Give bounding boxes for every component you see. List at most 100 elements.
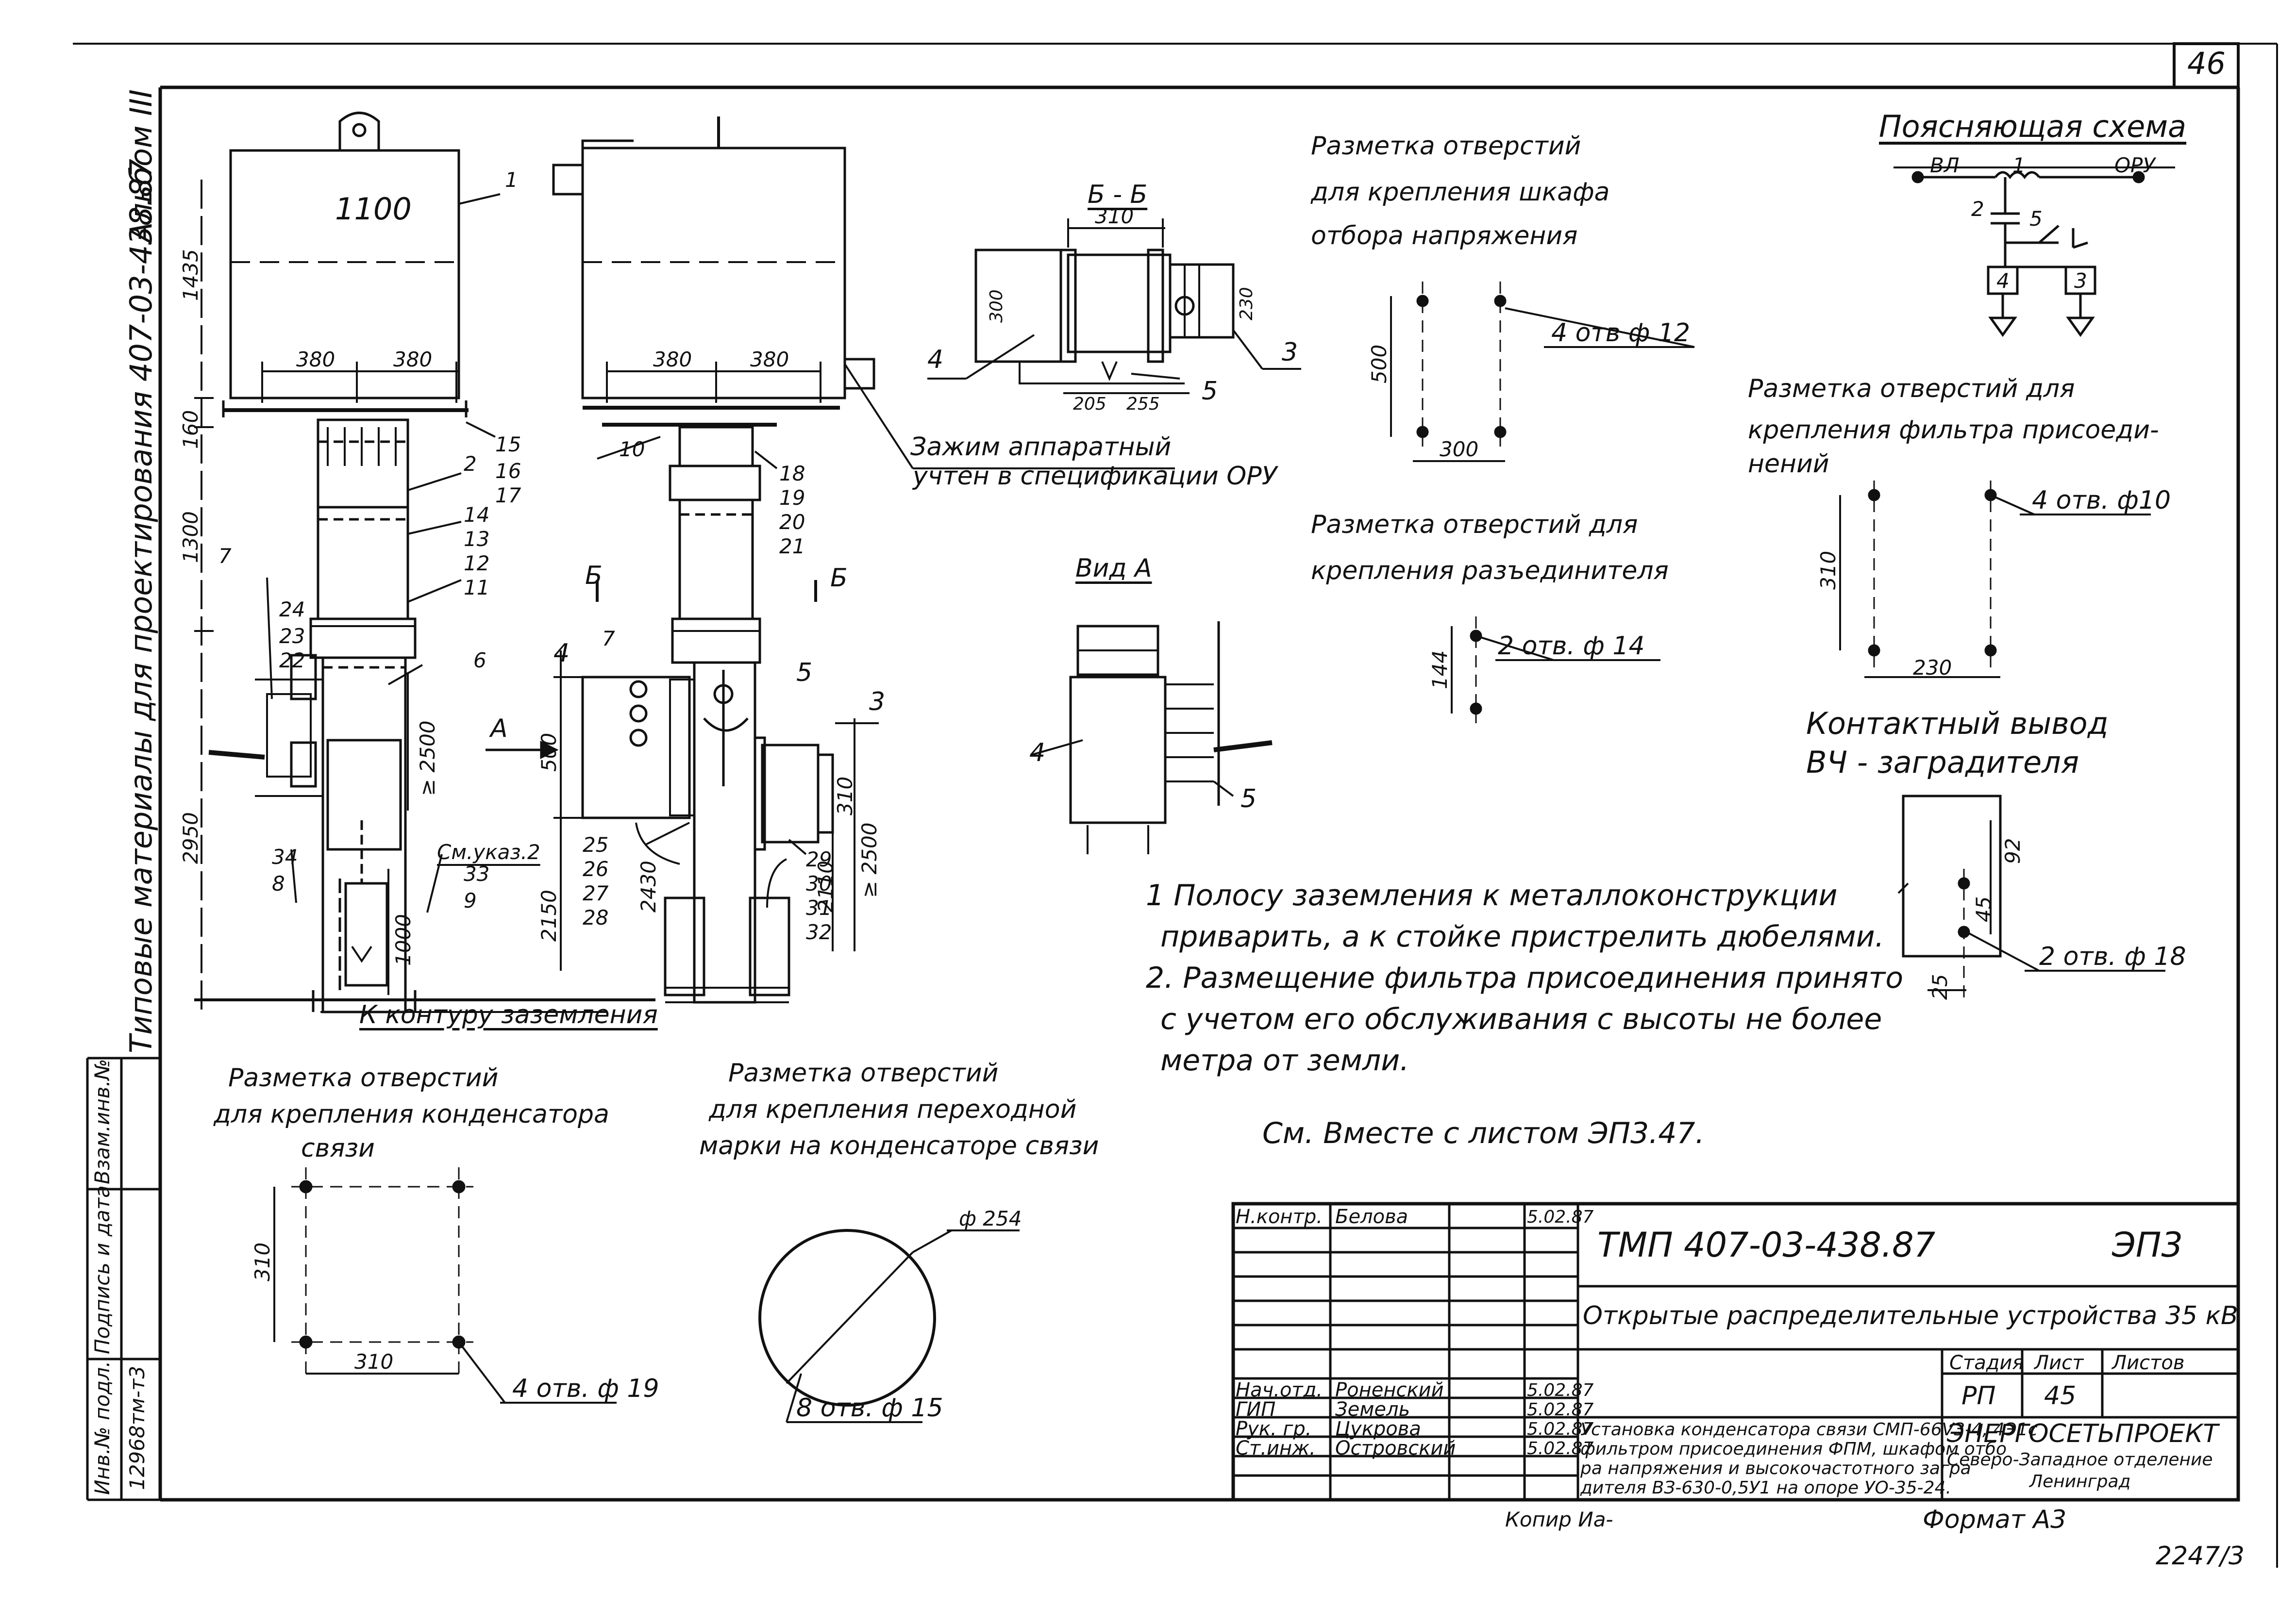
stamp-inv-label: Инв.№ подл. (90, 1360, 114, 1495)
note-2-line-3: метра от земли. (1160, 1044, 1409, 1078)
vdim-310-mid: 310 (833, 776, 857, 815)
scheme-label-3: 3 (2074, 269, 2087, 293)
tb-date-4: 5.02.87 (1527, 1439, 1594, 1459)
callout-8: 8 (272, 872, 285, 896)
vdim-500: 500 (537, 732, 561, 772)
scheme-label-vl: ВЛ (1930, 153, 1960, 177)
tb-desc-l2: фильтром присоединения ФПМ, шкафом отбо (1580, 1439, 2007, 1459)
tb-org-l2: Северо-Западное отделение (1947, 1450, 2213, 1470)
holes-cap-spec: 4 отв. ф 19 (512, 1374, 659, 1403)
callout-19: 19 (779, 486, 805, 510)
holes-cabinet-spec: 4 отв ф 12 (1551, 318, 1691, 348)
scheme-label-oru: ОРУ (2114, 153, 2155, 177)
tb-role-1: Нач.отд. (1236, 1379, 1323, 1401)
tb-sheets-hdr: Листов (2112, 1352, 2185, 1374)
holes-adapter-title-l3: марки на конденсаторе связи (699, 1131, 1099, 1161)
vdim-2150: 2150 (537, 890, 561, 942)
section-bb-callout-3: 3 (1282, 338, 1298, 367)
contact-dim-45: 45 (1972, 896, 1995, 922)
tb-role-3: Рук. гр. (1236, 1418, 1312, 1440)
holes-filter-title-l2: крепления фильтра присоеди- (1748, 415, 2159, 445)
vdim-2430: 2430 (637, 861, 660, 912)
note-ref: См.указ.2 (437, 840, 540, 864)
holes-disc-spec: 2 отв. ф 14 (1498, 631, 1645, 661)
holes-adapter-diagram (758, 1229, 1020, 1423)
holes-cap-dim-310-v: 310 (251, 1242, 274, 1281)
tb-desc-l4: дителя ВЗ-630-0,5У1 на опоре УО-35-24. (1580, 1478, 1951, 1498)
dim-2500-left: ≥ 2500 (416, 720, 439, 796)
tb-name-0: Белова (1335, 1206, 1408, 1228)
copy-mark: Копир Иa- (1505, 1508, 1613, 1531)
explanatory-scheme-diagram (1894, 166, 2175, 337)
callout-6: 6 (473, 648, 486, 672)
tb-org-l1: ЭНЕРГОСЕТЬПРОЕКТ (1947, 1419, 2219, 1448)
tb-role-4: Ст.инж. (1236, 1437, 1316, 1460)
callout-4-mid: 4 (553, 639, 570, 668)
clamp-note-l1: Зажим аппаратный (910, 432, 1172, 462)
tb-mark: ЭП3 (2112, 1225, 2183, 1265)
holes-disconnector-diagram (1451, 616, 1660, 723)
callout-21: 21 (779, 534, 805, 558)
holes-adapter-title-l2: для крепления переходной (709, 1095, 1077, 1124)
left-elevation-view (194, 112, 655, 1013)
holes-cabinet-title-l3: отбора напряжения (1311, 221, 1578, 250)
holes-filter-dim-310: 310 (1816, 550, 1840, 590)
section-bb-dim-310: 310 (1095, 204, 1134, 228)
callout-7-left: 7 (218, 544, 232, 568)
section-bb-dim-300: 300 (987, 289, 1006, 323)
holes-capacitor-diagram (273, 1167, 617, 1404)
scheme-label-5: 5 (2029, 207, 2043, 231)
callout-12: 12 (464, 551, 490, 575)
see-also-note: См. Вместе с листом ЭП3.47. (1262, 1116, 1705, 1150)
section-mark-right: Б (830, 564, 848, 593)
tb-role-2: ГИП (1236, 1398, 1276, 1421)
holes-cap-title-l1: Разметка отверстий (228, 1063, 499, 1093)
callout-2: 2 (464, 452, 477, 476)
callout-3-mid: 3 (869, 687, 886, 716)
tb-stage-hdr: Стадия (1949, 1352, 2024, 1374)
callout-27: 27 (583, 881, 609, 905)
contact-dim-25: 25 (1928, 974, 1952, 1000)
contact-title-l2: ВЧ - заградителя (1806, 745, 2079, 780)
view-a-marker: А (490, 714, 508, 743)
section-bb-view (927, 218, 1301, 394)
section-bb-title: Б - Б (1088, 180, 1148, 209)
holes-adapter-spec: 8 отв. ф 15 (796, 1393, 943, 1423)
tb-sheet-hdr: Лист (2034, 1352, 2084, 1374)
holes-adapter-title-l1: Разметка отверстий (728, 1059, 999, 1088)
vdim-2110: 2110 (814, 861, 838, 912)
callout-32: 32 (806, 920, 832, 944)
holes-disc-title-l1: Разметка отверстий для (1311, 510, 1638, 539)
callout-16: 16 (495, 459, 521, 483)
callout-33: 33 (464, 862, 490, 886)
holes-cap-dim-310-h: 310 (354, 1350, 394, 1374)
view-a-title: Вид А (1075, 554, 1152, 583)
contact-title-l1: Контактный вывод (1806, 706, 2109, 741)
tb-name-4: Островский (1335, 1437, 1456, 1460)
tb-date-0: 5.02.87 (1527, 1207, 1594, 1227)
tb-date-2: 5.02.87 (1527, 1400, 1594, 1420)
holes-cabinet-dim-500: 500 (1367, 344, 1391, 383)
holes-cap-title-l3: связи (301, 1134, 375, 1163)
holes-cabinet-title-l1: Разметка отверстий (1311, 132, 1581, 161)
dim-380-d: 380 (750, 348, 789, 371)
section-bb-callout-4: 4 (927, 345, 944, 374)
tb-name-1: Роненский (1335, 1379, 1444, 1401)
dim-380-b: 380 (393, 348, 433, 371)
section-bb-callout-5: 5 (1202, 377, 1218, 406)
note-2-line-2: с учетом его обслуживания с высоты не бо… (1160, 1002, 1882, 1036)
ground-contour-label: К контуру заземления (359, 1000, 658, 1029)
callout-9: 9 (464, 889, 477, 912)
callout-29: 29 (806, 847, 832, 871)
holes-filter-title-l1: Разметка отверстий для (1748, 374, 2075, 403)
holes-cap-title-l2: для крепления конденсатора (214, 1100, 609, 1129)
holes-adapter-diameter: ф 254 (959, 1207, 1022, 1230)
sheet-frame (73, 42, 2278, 1568)
tb-desc-l1: Установка конденсатора связи СМП-66V3-4,… (1580, 1420, 2038, 1440)
scheme-title: Поясняющая схема (1879, 109, 2187, 144)
dim-1000: 1000 (391, 914, 415, 966)
tb-org-l3: Ленинград (2029, 1472, 2131, 1492)
section-bb-dim-205: 205 (1073, 394, 1106, 414)
dim-380-a: 380 (296, 348, 335, 371)
page-number: 46 (2187, 46, 2226, 81)
